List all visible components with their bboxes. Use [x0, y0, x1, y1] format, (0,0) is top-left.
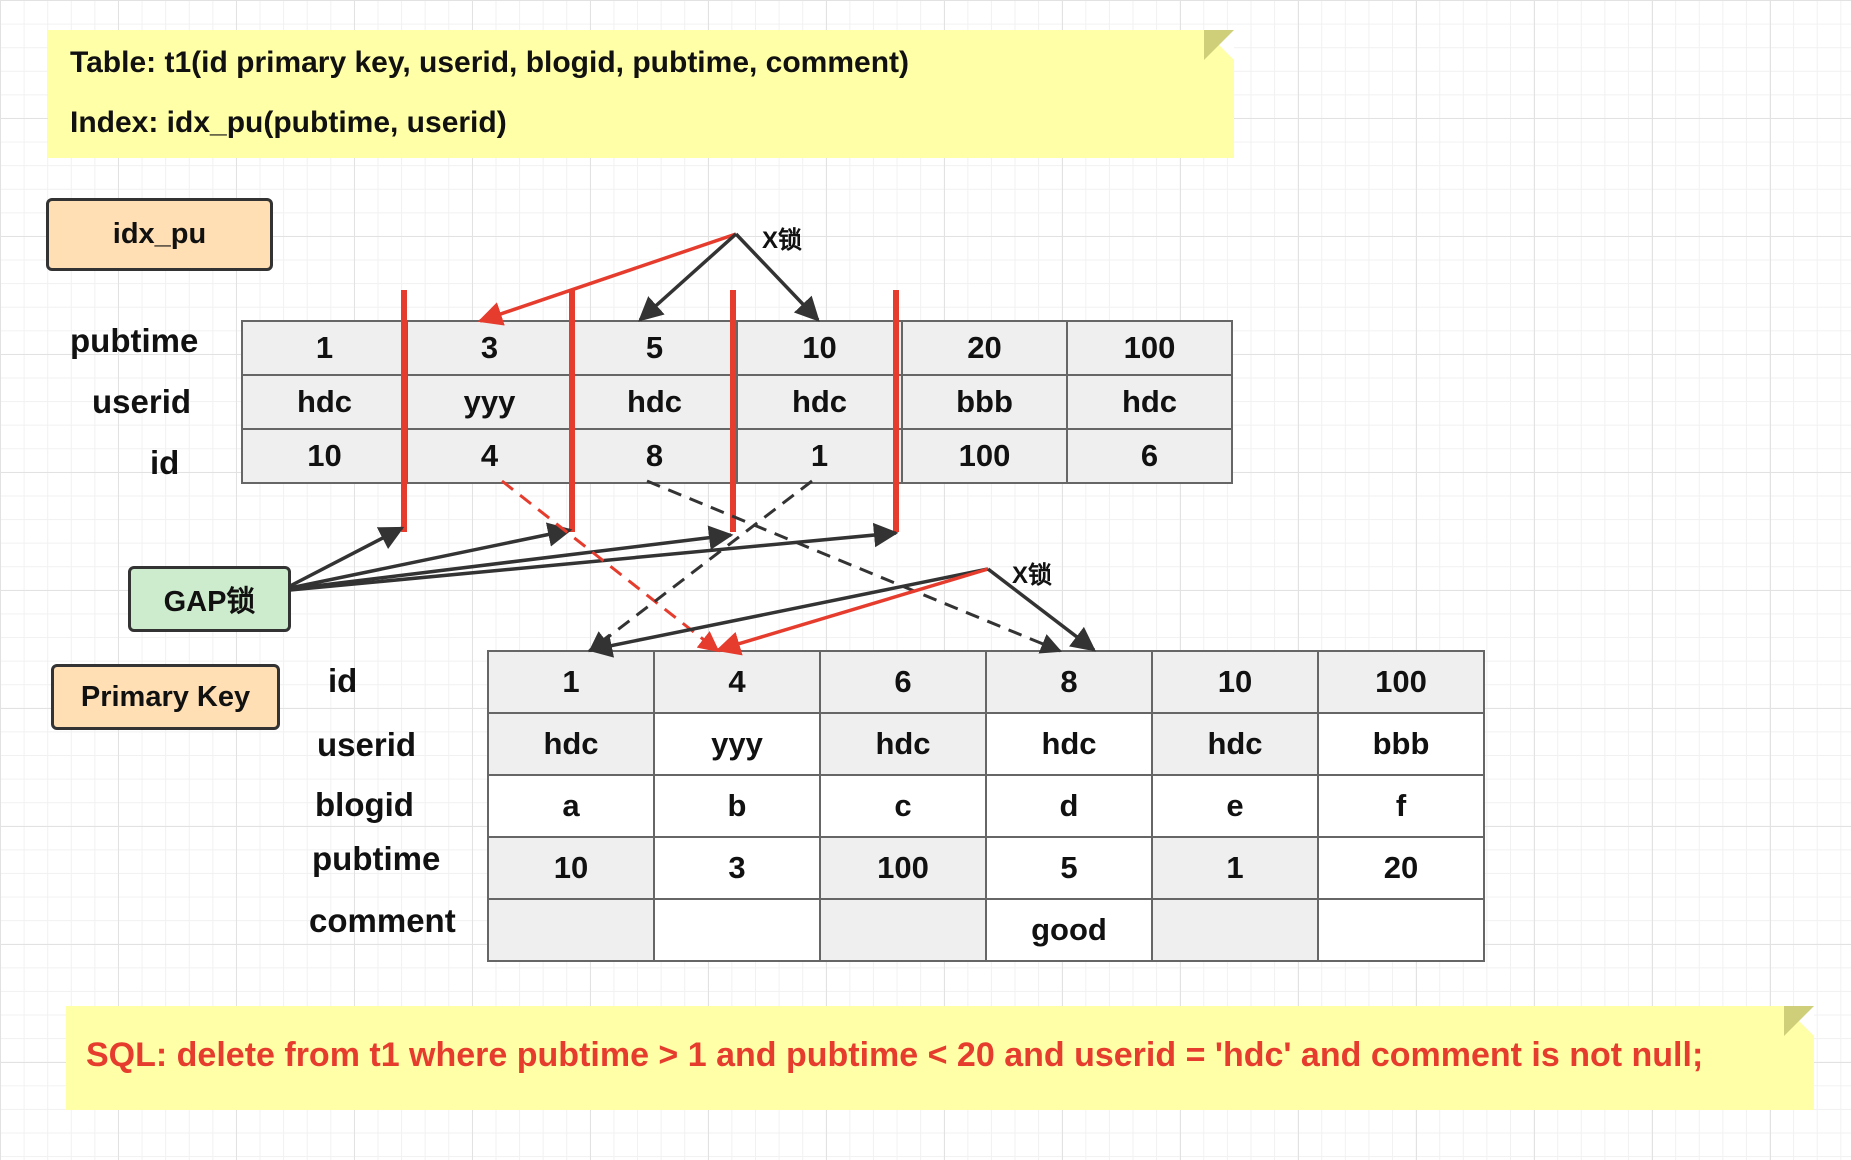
- pk-row-comment: good: [487, 898, 1485, 962]
- pk-cell: hdc: [487, 712, 655, 776]
- x-lock-arrow-red: [477, 232, 737, 326]
- idx-pu-box: idx_pu: [46, 198, 273, 271]
- schema-note: Table: t1(id primary key, userid, blogid…: [48, 30, 1234, 158]
- pk-cell: 1: [487, 650, 655, 714]
- pk-cell: [819, 898, 987, 962]
- pk-cell: 6: [819, 650, 987, 714]
- x-lock-arrow-red: [715, 567, 989, 656]
- pk-cell: c: [819, 774, 987, 838]
- pk-row-userid: hdc yyy hdc hdc hdc bbb: [487, 712, 1485, 776]
- pk-cell: d: [985, 774, 1153, 838]
- idx-cell: 10: [241, 428, 408, 484]
- pk-cell: [1317, 898, 1485, 962]
- pk-label-comment: comment: [309, 902, 456, 939]
- pk-cell: bbb: [1317, 712, 1485, 776]
- pk-cell: 20: [1317, 836, 1485, 900]
- x-lock-arrow: [638, 232, 738, 322]
- gap-arrow: [289, 522, 573, 590]
- idx-cell: hdc: [1066, 374, 1233, 430]
- primary-key-table: 1 4 6 8 10 100 hdc yyy hdc hdc hdc bbb a…: [487, 650, 1485, 962]
- pk-cell: hdc: [1151, 712, 1319, 776]
- pk-cell: 100: [819, 836, 987, 900]
- pk-cell: f: [1317, 774, 1485, 838]
- primary-key-box: Primary Key: [51, 664, 280, 730]
- pk-row-pubtime: 10 3 100 5 1 20: [487, 836, 1485, 900]
- idx-cell: hdc: [571, 374, 738, 430]
- pk-label-blogid: blogid: [315, 786, 414, 823]
- pk-cell: hdc: [819, 712, 987, 776]
- gap-arrow: [289, 525, 734, 591]
- pk-cell: yyy: [653, 712, 821, 776]
- pk-cell: e: [1151, 774, 1319, 838]
- pk-label-pubtime: pubtime: [312, 840, 441, 877]
- note-fold-corner: [1204, 30, 1234, 60]
- idx-row-pubtime: 1 3 5 10 20 100: [241, 320, 1233, 376]
- idx-cell: hdc: [736, 374, 903, 430]
- pk-cell: 1: [1151, 836, 1319, 900]
- idx-label-pubtime: pubtime: [70, 322, 199, 359]
- gap-arrow: [289, 526, 405, 588]
- x-lock-arrow: [986, 567, 1096, 652]
- pk-cell: b: [653, 774, 821, 838]
- pk-cell: hdc: [985, 712, 1153, 776]
- idx-cell: hdc: [241, 374, 408, 430]
- idx-cell: 10: [736, 320, 903, 376]
- note-fold-corner: [1784, 1006, 1814, 1036]
- pk-cell: [1151, 898, 1319, 962]
- idx-row-userid: hdc yyy hdc hdc bbb hdc: [241, 374, 1233, 430]
- idx-cell: 8: [571, 428, 738, 484]
- pk-cell: [653, 898, 821, 962]
- x-lock-arrow: [587, 567, 989, 658]
- idx-cell: 100: [1066, 320, 1233, 376]
- idx-cell: yyy: [406, 374, 573, 430]
- pk-cell: 100: [1317, 650, 1485, 714]
- x-lock-label-bottom: X锁: [1012, 562, 1053, 589]
- pk-cell: 10: [487, 836, 655, 900]
- idx-pu-table: 1 3 5 10 20 100 hdc yyy hdc hdc bbb hdc …: [241, 320, 1233, 484]
- idx-cell: 100: [901, 428, 1068, 484]
- pk-cell: 8: [985, 650, 1153, 714]
- pk-cell: 10: [1151, 650, 1319, 714]
- gap-lock-box: GAP锁: [128, 566, 291, 632]
- table-definition: Table: t1(id primary key, userid, blogid…: [70, 46, 910, 79]
- idx-label-id: id: [150, 444, 180, 481]
- gap-arrow: [289, 522, 899, 592]
- pk-label-userid: userid: [317, 726, 417, 763]
- idx-cell: 5: [571, 320, 738, 376]
- idx-cell: 1: [241, 320, 408, 376]
- x-lock-arrow: [734, 232, 820, 322]
- idx-cell: 6: [1066, 428, 1233, 484]
- pk-cell: 5: [985, 836, 1153, 900]
- idx-row-id: 10 4 8 1 100 6: [241, 428, 1233, 484]
- sql-statement: SQL: delete from t1 where pubtime > 1 an…: [86, 1036, 1704, 1074]
- pk-label-id: id: [328, 662, 358, 699]
- lookup-arrow-dashed: [588, 479, 813, 653]
- x-lock-label-top: X锁: [762, 227, 803, 254]
- pk-cell: 3: [653, 836, 821, 900]
- pk-row-id: 1 4 6 8 10 100: [487, 650, 1485, 714]
- pk-cell: [487, 898, 655, 962]
- idx-label-userid: userid: [92, 383, 192, 420]
- idx-cell: 1: [736, 428, 903, 484]
- pk-row-blogid: a b c d e f: [487, 774, 1485, 838]
- index-definition: Index: idx_pu(pubtime, userid): [70, 106, 507, 139]
- idx-cell: 20: [901, 320, 1068, 376]
- pk-cell: a: [487, 774, 655, 838]
- sql-note: SQL: delete from t1 where pubtime > 1 an…: [66, 1006, 1814, 1110]
- idx-cell: 3: [406, 320, 573, 376]
- idx-cell: 4: [406, 428, 573, 484]
- pk-cell: good: [985, 898, 1153, 962]
- lookup-arrow-dashed: [646, 479, 1062, 654]
- idx-cell: bbb: [901, 374, 1068, 430]
